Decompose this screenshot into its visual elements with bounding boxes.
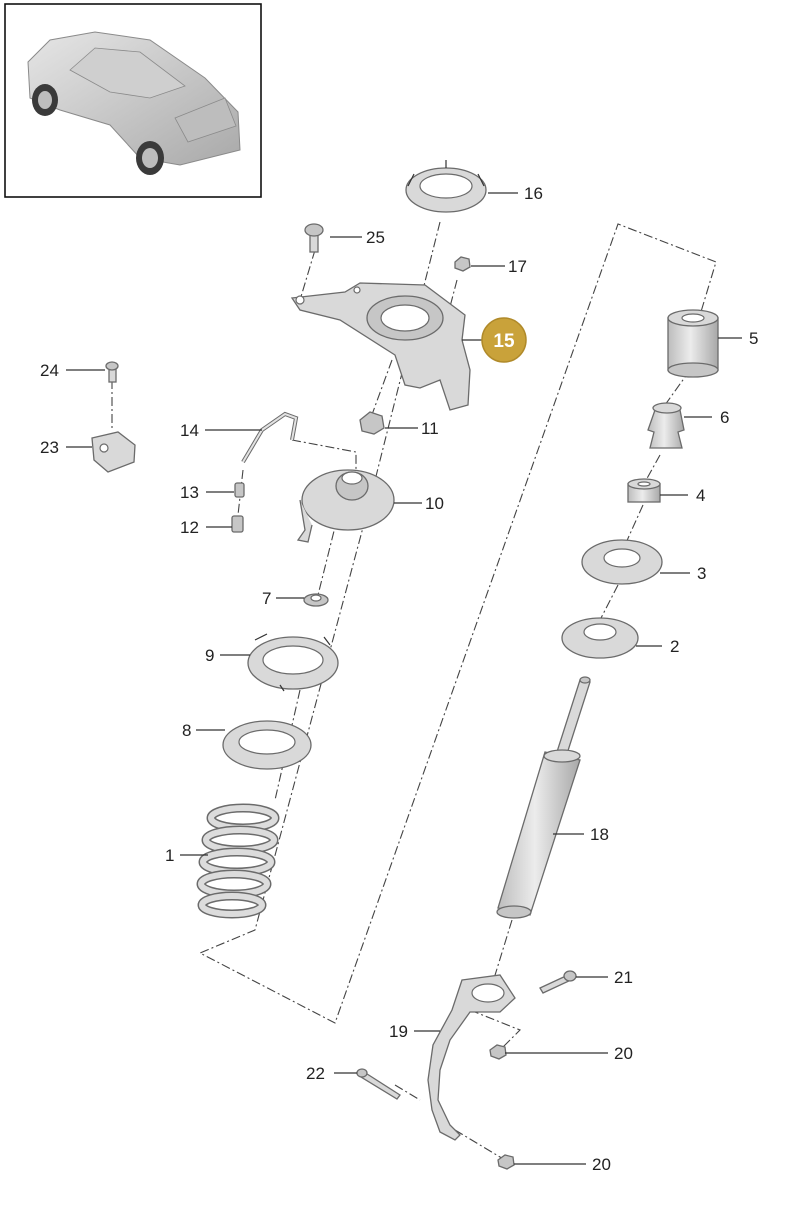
part-18-shock-absorber [496, 676, 591, 919]
highlight-badge-circle [481, 317, 527, 363]
callout-12[interactable]: 12 [180, 518, 199, 537]
callout-20-upper[interactable]: 20 [614, 1044, 633, 1063]
vehicle-thumbnail [4, 3, 262, 198]
part-9-spring-seat [247, 633, 339, 692]
part-3-spring-seat [581, 539, 663, 585]
callout-16[interactable]: 16 [524, 184, 543, 203]
part-15-strut-mount-bracket [290, 282, 471, 411]
callout-19[interactable]: 19 [389, 1022, 408, 1041]
callout-4[interactable]: 4 [696, 486, 705, 505]
part-13-fitting [234, 482, 245, 498]
part-22-bolt [356, 1068, 401, 1100]
callout-23[interactable]: 23 [40, 438, 59, 457]
callout-2[interactable]: 2 [670, 637, 679, 656]
callout-22[interactable]: 22 [306, 1064, 325, 1083]
part-19-shock-fork [427, 974, 516, 1141]
callout-6[interactable]: 6 [720, 408, 729, 427]
part-20-nut-lower [497, 1154, 515, 1170]
part-12-fitting [231, 515, 244, 533]
part-1-coil-spring [196, 803, 280, 919]
part-10-top-mount [296, 469, 395, 543]
part-16-spring-pad [405, 160, 487, 213]
callout-18[interactable]: 18 [590, 825, 609, 844]
part-4-bushing [627, 478, 661, 503]
part-20-nut-upper [489, 1044, 507, 1060]
part-24-bolt [105, 361, 119, 383]
callout-9[interactable]: 9 [205, 646, 214, 665]
part-14-sensor-link [241, 411, 299, 464]
callout-5[interactable]: 5 [749, 329, 758, 348]
part-25-bolt [304, 223, 324, 253]
callout-labels: 16 25 17 11 14 13 12 10 24 23 7 9 8 1 5 … [40, 184, 758, 1174]
part-5-protective-sleeve [667, 309, 719, 378]
part-17-nut [454, 256, 471, 272]
callout-25[interactable]: 25 [366, 228, 385, 247]
callout-17[interactable]: 17 [508, 257, 527, 276]
callout-1[interactable]: 1 [165, 846, 174, 865]
callout-15-highlight-badge[interactable]: 15 [481, 317, 527, 363]
callout-8[interactable]: 8 [182, 721, 191, 740]
leader-lines [66, 192, 742, 1165]
callout-24[interactable]: 24 [40, 361, 59, 380]
part-21-bolt [539, 970, 577, 994]
callout-13[interactable]: 13 [180, 483, 199, 502]
part-2-spring-plate [561, 617, 639, 659]
part-6-bump-stop [647, 402, 685, 449]
callout-3[interactable]: 3 [697, 564, 706, 583]
part-11-nut [359, 411, 385, 435]
callout-10[interactable]: 10 [425, 494, 444, 513]
callout-7[interactable]: 7 [262, 589, 271, 608]
part-8-isolator [222, 720, 312, 770]
callout-15: 15 [493, 331, 515, 352]
callout-21[interactable]: 21 [614, 968, 633, 987]
callout-11[interactable]: 11 [421, 419, 439, 438]
part-7-bushing [303, 593, 329, 607]
part-23-sensor [91, 431, 136, 473]
callout-20-lower[interactable]: 20 [592, 1155, 611, 1174]
callout-14[interactable]: 14 [180, 421, 199, 440]
